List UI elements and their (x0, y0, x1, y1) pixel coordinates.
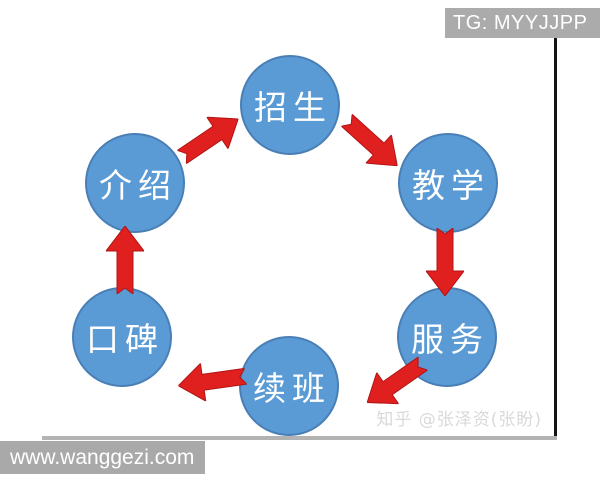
watermark-telegram-banner: TG: MYYJJPP (445, 8, 600, 38)
diagram-right-border (554, 38, 557, 438)
diagram-bottom-border (42, 436, 557, 440)
arrow-referral-to-enrollment-icon (171, 103, 249, 173)
node-class-renewal: 续班 (239, 336, 339, 436)
watermark-website-banner: www.wanggezi.com (0, 441, 205, 474)
arrow-service-to-class-renewal-icon (356, 348, 433, 418)
node-word-of-mouth: 口碑 (72, 287, 172, 387)
arrow-class-renewal-to-word-of-mouth-icon (176, 357, 249, 404)
zhihu-author-watermark: 知乎 @张泽资(张盼) (376, 410, 542, 430)
arrow-teaching-to-service-icon (426, 228, 464, 296)
arrow-enrollment-to-teaching-icon (334, 106, 410, 180)
node-referral: 介绍 (85, 133, 185, 233)
arrow-word-of-mouth-to-referral-icon (106, 226, 144, 294)
node-teaching: 教学 (398, 133, 498, 233)
node-enrollment: 招生 (240, 55, 340, 155)
